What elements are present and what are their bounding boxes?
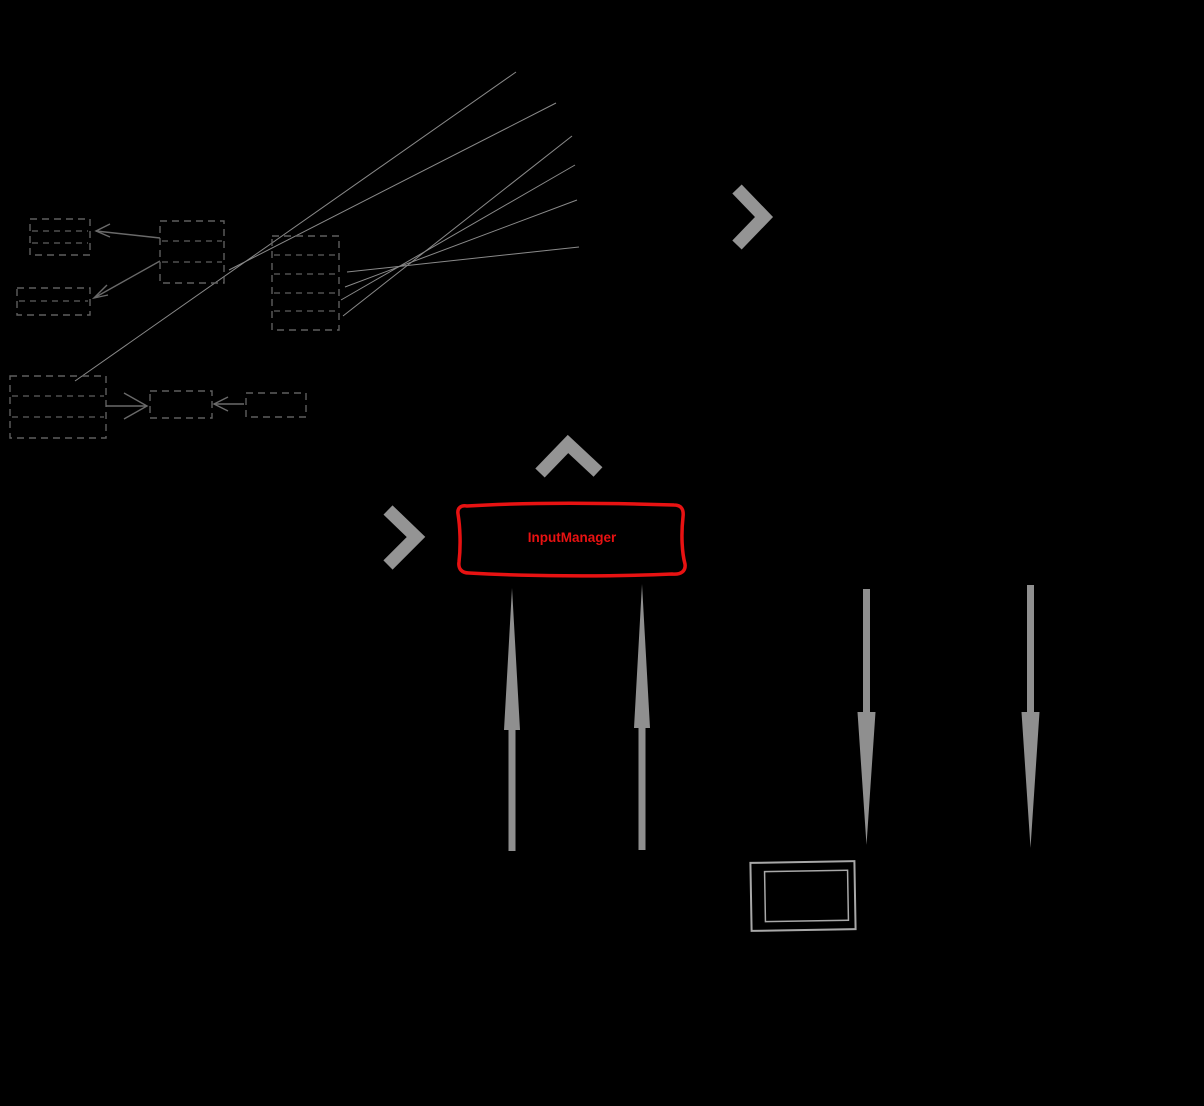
dashed-node (9, 375, 107, 439)
dashed-node (16, 287, 91, 316)
relation-arrow (91, 260, 161, 300)
dashed-node (245, 392, 307, 418)
screen-frame (749, 860, 857, 932)
arrow-up (634, 584, 650, 850)
screen-frame-outer (749, 860, 857, 932)
dashed-node (149, 390, 213, 419)
chevron-up-icon (535, 434, 603, 478)
input-manager-outline (456, 501, 687, 578)
dashed-box-cluster-bottom (9, 375, 307, 439)
connector-lines (74, 71, 580, 382)
connector-line (342, 135, 573, 317)
connector-line (344, 199, 578, 288)
relation-arrow (94, 223, 161, 239)
arrow-down (1021, 585, 1040, 848)
dashed-node (29, 218, 91, 256)
input-manager-label: InputManager (528, 530, 617, 545)
connector-line (228, 102, 557, 271)
connector-line (74, 71, 517, 382)
connector-line (340, 164, 576, 301)
connector-line (346, 246, 580, 273)
arrow-up (504, 588, 520, 851)
chevron-right-icon (732, 184, 774, 250)
screen-frame-inner (763, 869, 850, 923)
relation-arrow (106, 392, 149, 420)
dashed-node (271, 235, 340, 331)
arrow-down (857, 589, 876, 845)
dashed-node (159, 220, 225, 284)
input-manager-node: InputManager (456, 501, 687, 578)
dashed-box-cluster-top (16, 218, 340, 331)
chevron-right-icon (383, 505, 426, 570)
relation-arrow (212, 396, 244, 412)
